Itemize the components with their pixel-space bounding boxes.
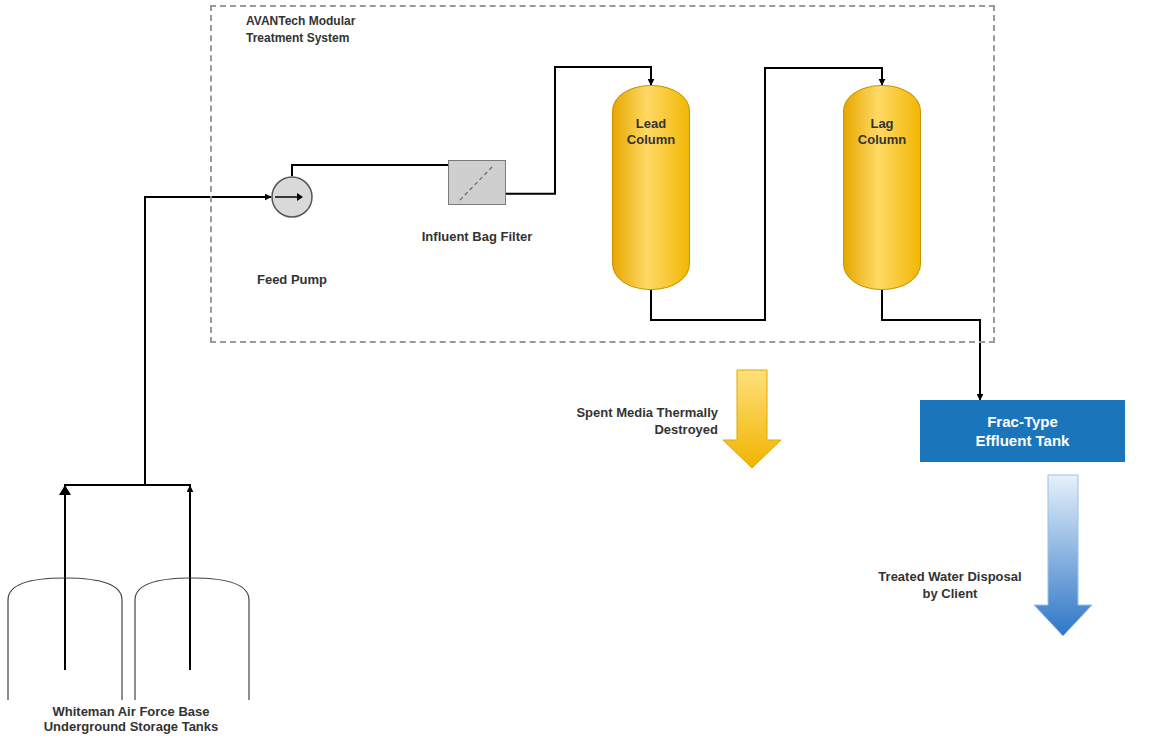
lag-column: Lag Column	[843, 85, 921, 290]
pipe-connector	[882, 290, 980, 400]
tanks-outline	[5, 578, 257, 700]
system-heading: AVANTech Modular Treatment System	[246, 13, 376, 47]
pump-symbol: Feed Pump	[271, 176, 313, 218]
filter-element	[460, 165, 494, 200]
pump-casing	[272, 177, 312, 217]
pump-outline	[271, 176, 313, 218]
tank-branch-line	[189, 486, 191, 578]
filter-outline	[448, 160, 506, 205]
node-label: Feed Pump	[257, 272, 327, 288]
node-label: Whiteman Air Force Base Underground Stor…	[26, 704, 236, 734]
flow-note: Treated Water Disposal by Client	[870, 568, 1030, 602]
lead-column: Lead Column	[612, 85, 690, 290]
filter-box: Influent Bag Filter	[448, 160, 506, 205]
pipe-connector	[292, 165, 448, 176]
system-boundary: AVANTech Modular Treatment SystemFeed Pu…	[210, 5, 995, 343]
spent-media-arrow	[723, 370, 781, 468]
merge-line	[145, 484, 191, 486]
underground-tank	[8, 578, 122, 700]
connector-group	[65, 67, 980, 578]
node-label: Lag Column	[854, 116, 910, 148]
flow-note: Spent Media Thermally Destroyed	[560, 404, 718, 438]
effluent-tank: Frac-Type Effluent Tank	[920, 400, 1125, 462]
filter-housing	[449, 161, 506, 205]
storage-tanks: Whiteman Air Force Base Underground Stor…	[5, 578, 257, 700]
underground-tank	[135, 578, 249, 700]
node-label: Frac-Type Effluent Tank	[960, 412, 1085, 450]
suction-pipe	[64, 578, 66, 670]
node-label: Lead Column	[623, 116, 679, 148]
node-label: Influent Bag Filter	[422, 229, 533, 245]
treated-water-arrow	[1034, 475, 1092, 636]
suction-pipe	[189, 578, 191, 670]
pipe-connector	[65, 197, 271, 578]
pump-arrow	[297, 193, 303, 201]
